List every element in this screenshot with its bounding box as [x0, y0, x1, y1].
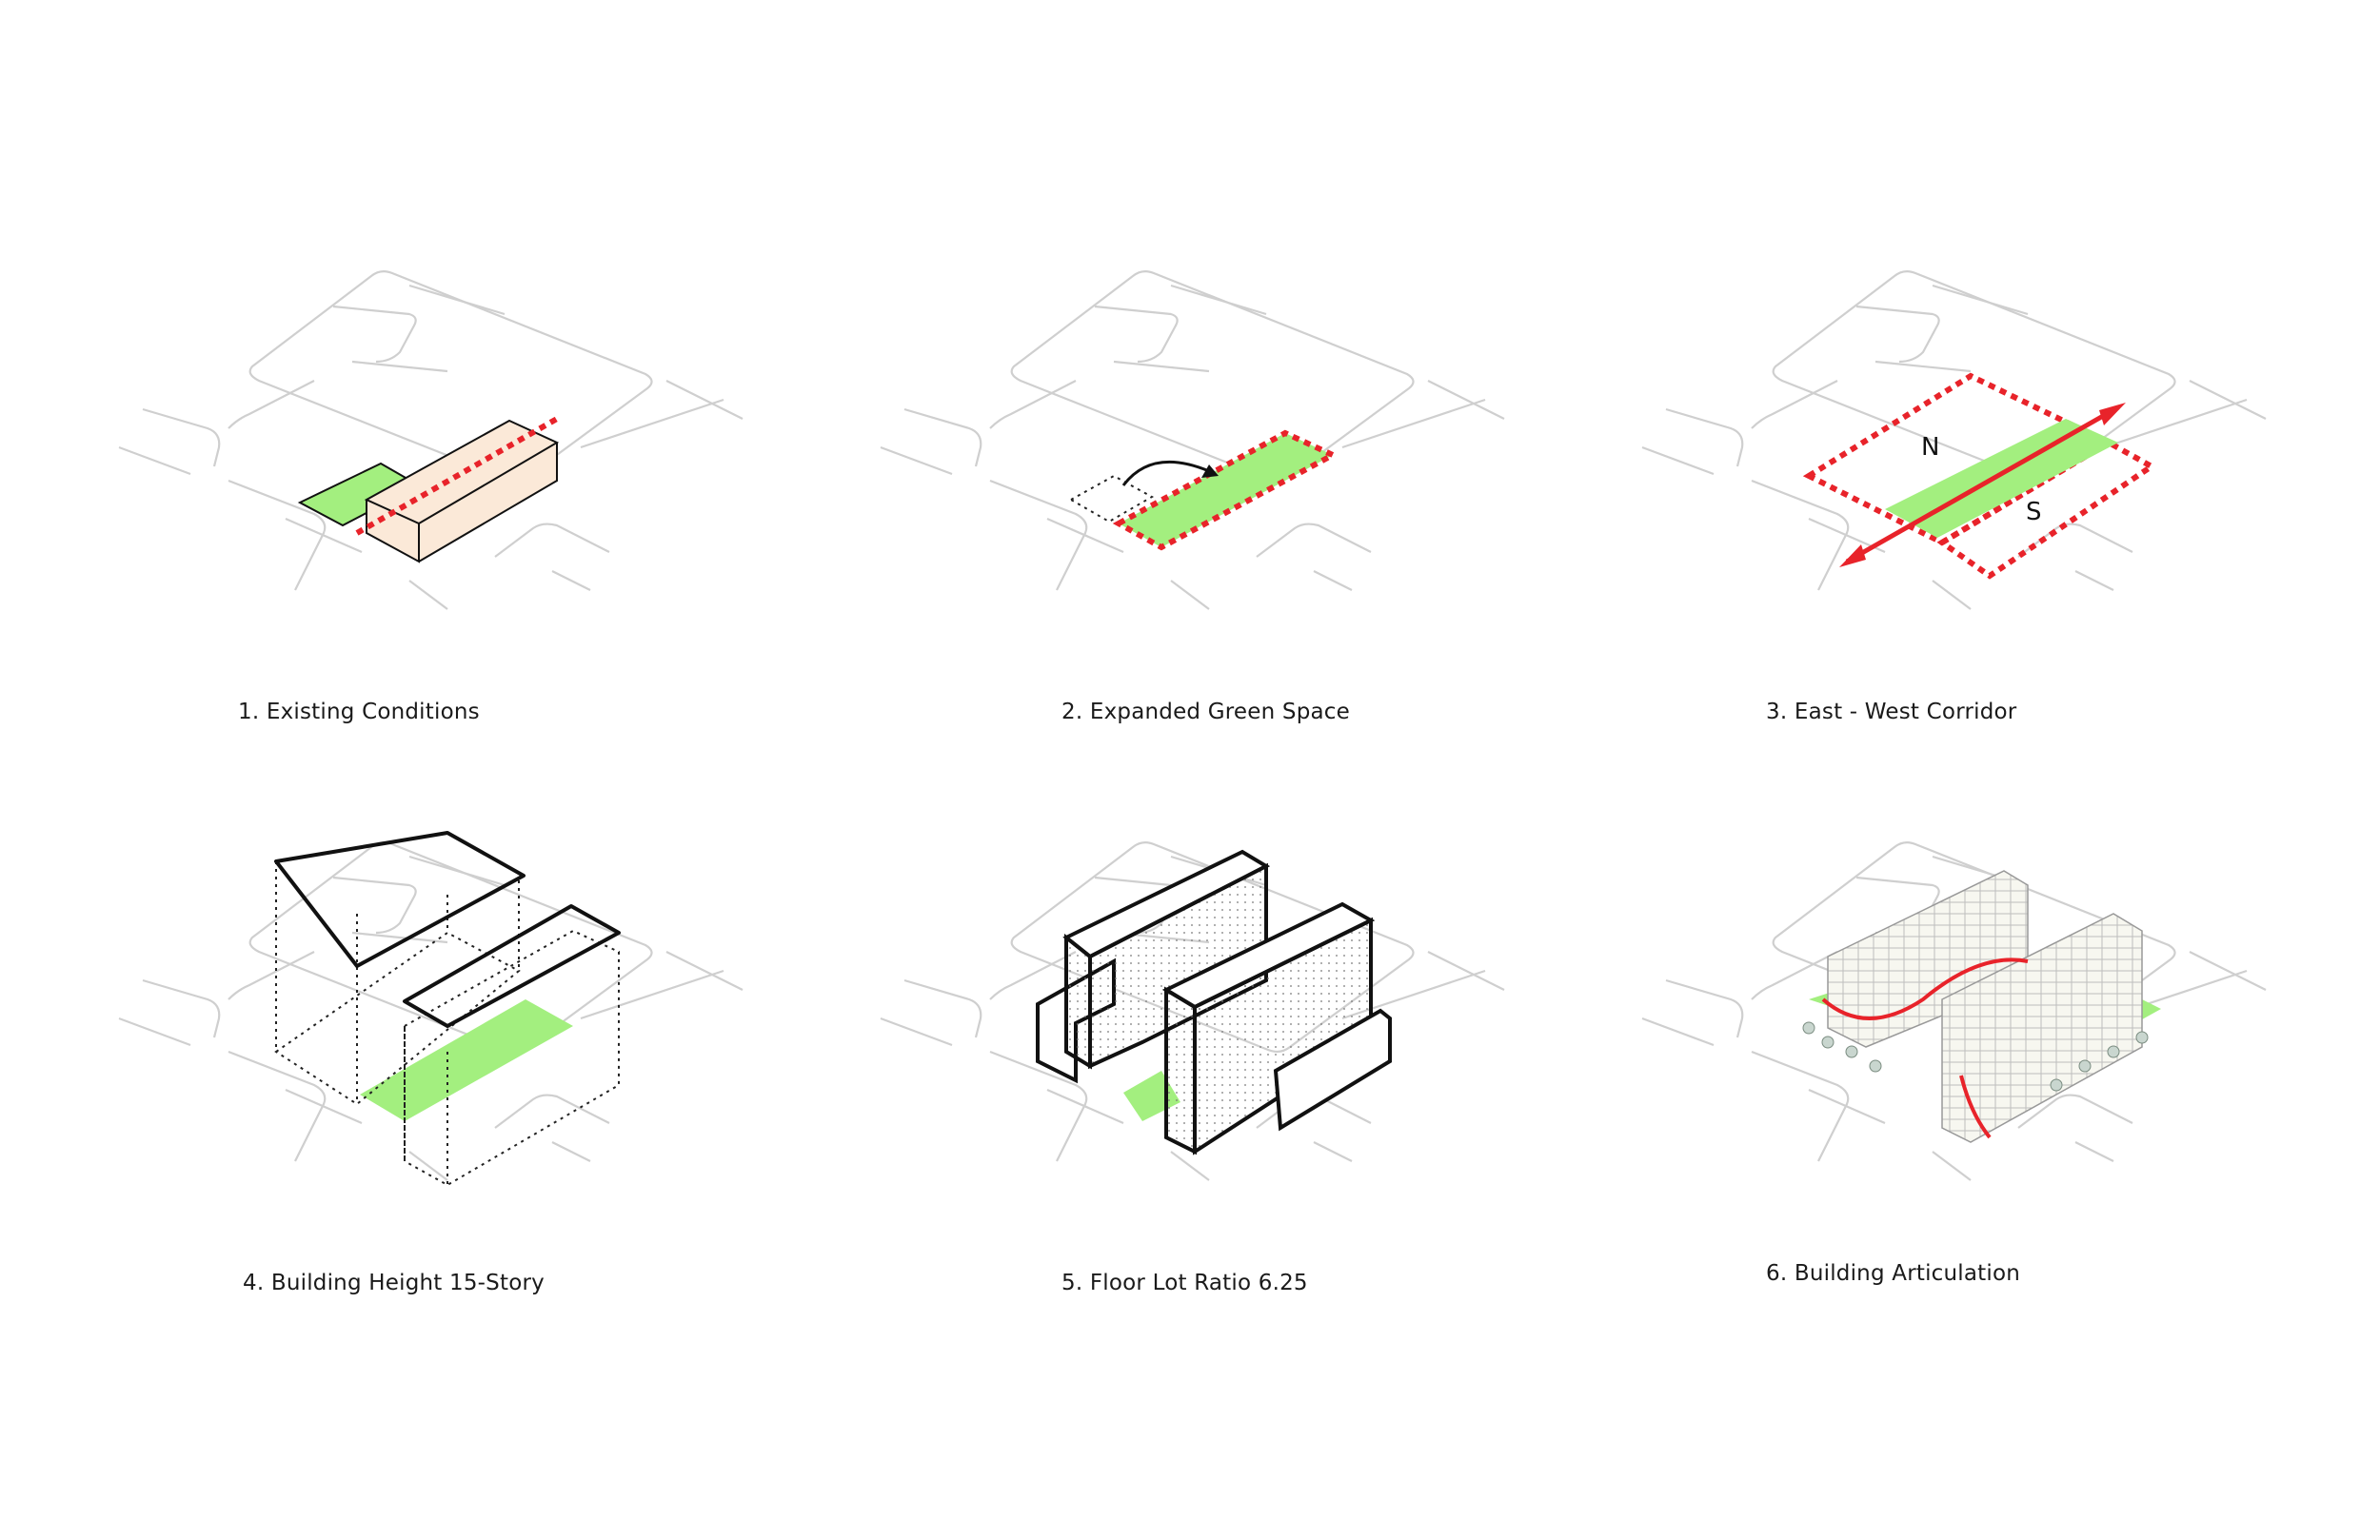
east-west-corridor-diagram: N S	[1523, 0, 2285, 571]
panel-building-articulation: 6. Building Articulation	[1523, 571, 2285, 1142]
panel-5-caption: 5. Floor Lot Ratio 6.25	[1061, 1271, 1308, 1295]
panel-east-west-corridor: N S 3. East - West Corridor	[1523, 0, 2285, 571]
expanded-green-space-diagram	[762, 0, 1523, 571]
building-height-diagram	[0, 571, 762, 1142]
panel-4-caption: 4. Building Height 15-Story	[243, 1271, 545, 1295]
south-label: S	[2026, 498, 2042, 526]
panel-6-caption: 6. Building Articulation	[1766, 1261, 2020, 1286]
existing-building	[367, 421, 557, 562]
floor-lot-ratio-diagram	[762, 571, 1523, 1142]
panel-expanded-green-space: 2. Expanded Green Space	[762, 0, 1523, 571]
panel-floor-lot-ratio: 5. Floor Lot Ratio 6.25	[762, 571, 1523, 1142]
panel-building-height: 4. Building Height 15-Story	[0, 571, 762, 1142]
green-space	[1119, 433, 1333, 547]
building-articulation-diagram	[1523, 571, 2285, 1142]
north-label: N	[1921, 433, 1939, 462]
tower-north-front	[1066, 938, 1090, 1066]
existing-conditions-diagram	[0, 0, 762, 571]
panel-existing-conditions: 1. Existing Conditions	[0, 0, 762, 571]
roof-outline-north	[276, 833, 524, 966]
